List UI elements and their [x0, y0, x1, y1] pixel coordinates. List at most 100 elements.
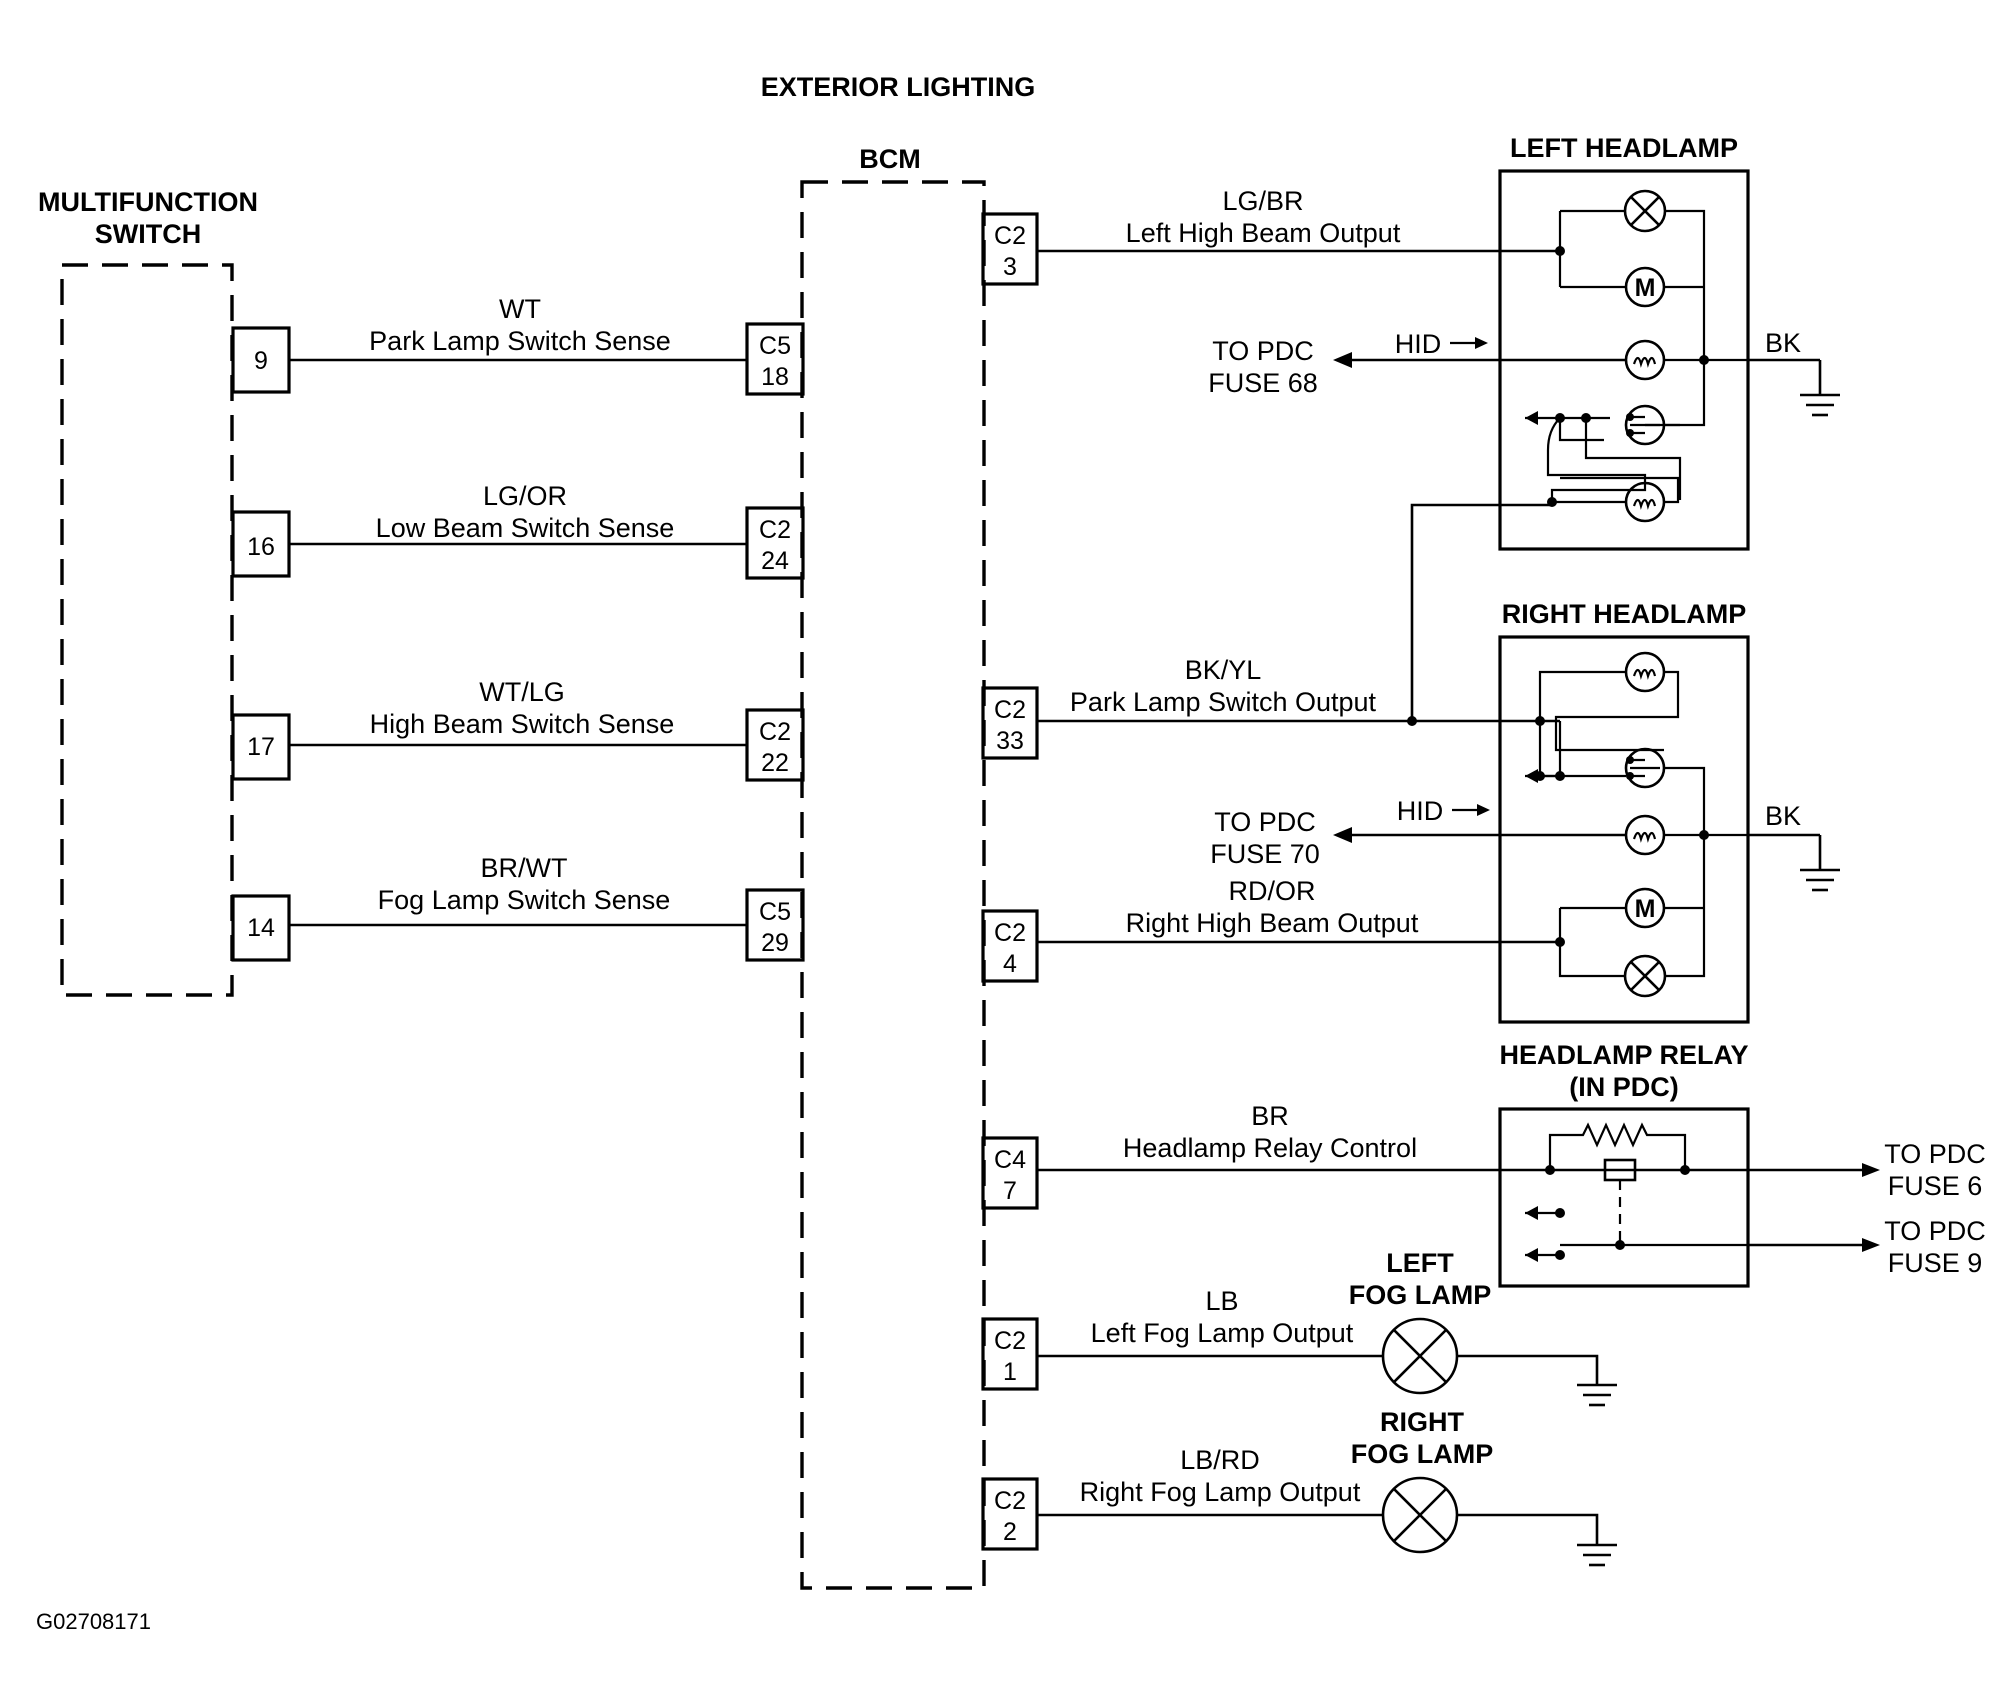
wire-color-label: LG/BR — [1222, 186, 1303, 216]
relay-label-line1: HEADLAMP RELAY — [1499, 1040, 1748, 1070]
bcm-connector-c2-4: C2 4 — [981, 909, 1039, 983]
filament-bulb-icon — [1624, 481, 1666, 523]
left-fog-ground — [1457, 1354, 1617, 1407]
wire-function-label: Right High Beam Output — [1126, 908, 1419, 938]
left-pdc-label-line2: FUSE 68 — [1208, 368, 1318, 398]
ground-icon — [1577, 1383, 1617, 1407]
bcm-connector-label: C2 — [759, 516, 791, 544]
lamp-x-icon — [1381, 1317, 1459, 1395]
switch-label-line1: MULTIFUNCTION — [38, 187, 258, 217]
ground-icon — [1800, 393, 1840, 417]
circuit-low-beam-switch-sense: LG/OR Low Beam Switch Sense C2 24 — [289, 481, 805, 580]
switch-pin-9: 9 — [231, 326, 291, 394]
bcm-pin-label: 4 — [1003, 950, 1017, 978]
arrow-icon — [1477, 804, 1490, 816]
bcm-connector-c2-3: C2 3 — [981, 212, 1039, 286]
ground-icon — [1800, 868, 1840, 892]
right-fog-label-line2: FOG LAMP — [1351, 1439, 1494, 1469]
svg-text:M: M — [1635, 895, 1656, 923]
right-fog-label-line1: RIGHT — [1380, 1407, 1465, 1437]
switch-pin-label: 14 — [247, 914, 275, 942]
bcm-label: BCM — [859, 144, 921, 174]
ground-icon — [1577, 1543, 1617, 1567]
circuit-headlamp-relay-control: BR Headlamp Relay Control — [1037, 1101, 1880, 1177]
left-headlamp-label: LEFT HEADLAMP — [1510, 133, 1738, 163]
bcm-pin-label: 33 — [996, 727, 1024, 755]
right-headlamp: RIGHT HEADLAMP M — [1498, 599, 1750, 1024]
wire-function-label: Fog Lamp Switch Sense — [378, 885, 671, 915]
bcm-connector-label: C2 — [994, 1487, 1026, 1515]
bcm-connector-label: C2 — [759, 718, 791, 746]
right-headlamp-outline — [1498, 635, 1750, 1024]
bcm-pin-label: 18 — [761, 363, 789, 391]
left-hid-label: HID — [1395, 329, 1442, 359]
bcm-pin-label: 1 — [1003, 1358, 1017, 1386]
wire-color-label: WT/LG — [479, 677, 565, 707]
left-headlamp-ground: BK — [1748, 328, 1840, 417]
wire-function-label: Left High Beam Output — [1126, 218, 1401, 248]
bcm-pin-label: 2 — [1003, 1518, 1017, 1546]
arrow-icon — [1862, 1163, 1880, 1177]
circuit-left-fog-lamp-output: LB Left Fog Lamp Output — [1037, 1286, 1383, 1358]
bcm-pin-label: 3 — [1003, 253, 1017, 281]
circuit-park-lamp-switch-output: BK/YL Park Lamp Switch Output — [1037, 503, 1560, 726]
bcm-pin-label: 29 — [761, 929, 789, 957]
right-headlamp-ground: BK — [1748, 801, 1840, 892]
multifunction-switch: MULTIFUNCTION SWITCH — [38, 187, 258, 997]
lamp-x-icon — [1623, 954, 1667, 998]
arrow-icon — [1333, 352, 1352, 368]
dual-filament-bulb-icon — [1624, 404, 1666, 446]
wire-function-label: Park Lamp Switch Output — [1070, 687, 1377, 717]
bcm-pin-label: 7 — [1003, 1177, 1017, 1205]
bcm-connector-c2-1: C2 1 — [981, 1317, 1039, 1391]
dual-filament-bulb-icon — [1624, 747, 1666, 789]
switch-pin-16: 16 — [231, 510, 291, 578]
switch-pin-label: 17 — [247, 733, 275, 761]
arrow-icon — [1333, 827, 1352, 843]
arrow-icon — [1525, 411, 1538, 425]
filament-bulb-icon — [1624, 814, 1666, 856]
arrow-icon — [1525, 1248, 1538, 1262]
circuit-high-beam-switch-sense: WT/LG High Beam Switch Sense C2 22 — [289, 677, 805, 782]
left-fog-label-line2: FOG LAMP — [1349, 1280, 1492, 1310]
right-headlamp-pdc-feed: TO PDC FUSE 70 HID — [1210, 796, 1626, 869]
relay-out1-line2: FUSE 6 — [1888, 1171, 1983, 1201]
bcm-connector-label: C2 — [994, 222, 1026, 250]
right-pdc-label-line2: FUSE 70 — [1210, 839, 1320, 869]
wire-function-label: High Beam Switch Sense — [370, 709, 675, 739]
bcm-connector-c2-2: C2 2 — [981, 1477, 1039, 1551]
relay-coil-icon — [1548, 1122, 1687, 1182]
circuit-right-fog-lamp-output: LB/RD Right Fog Lamp Output — [1037, 1445, 1383, 1517]
bcm: BCM — [800, 144, 986, 1590]
right-hid-label: HID — [1397, 796, 1444, 826]
wire-function-label: Right Fog Lamp Output — [1080, 1477, 1361, 1507]
arrow-icon — [1862, 1238, 1880, 1252]
wire-function-label: Low Beam Switch Sense — [376, 513, 675, 543]
wire-color-label: LG/OR — [483, 481, 567, 511]
wire-function-label: Headlamp Relay Control — [1123, 1133, 1417, 1163]
motor-icon: M — [1624, 266, 1666, 308]
switch-pin-label: 16 — [247, 533, 275, 561]
bcm-dashed-outline — [800, 180, 986, 1590]
bcm-pin-label: 22 — [761, 749, 789, 777]
filament-bulb-icon — [1624, 339, 1666, 381]
circuit-left-high-beam-output: LG/BR Left High Beam Output — [1037, 186, 1560, 253]
left-fog-lamp: LEFT FOG LAMP — [1349, 1248, 1492, 1395]
filament-bulb-icon — [1624, 651, 1666, 693]
wire-function-label: Left Fog Lamp Output — [1091, 1318, 1354, 1348]
left-headlamp: LEFT HEADLAMP M — [1498, 133, 1750, 551]
bcm-connector-label: C2 — [994, 1327, 1026, 1355]
relay-out2-line2: FUSE 9 — [1888, 1248, 1983, 1278]
relay-out1-line1: TO PDC — [1884, 1139, 1986, 1169]
lamp-x-icon — [1381, 1476, 1459, 1554]
bcm-connector-label: C5 — [759, 898, 791, 926]
left-headlamp-pdc-feed: TO PDC FUSE 68 HID — [1208, 329, 1626, 398]
wire-color-label: LB/RD — [1180, 1445, 1260, 1475]
motor-icon: M — [1624, 887, 1666, 929]
relay-label-line2: (IN PDC) — [1569, 1072, 1679, 1102]
right-fog-ground — [1457, 1513, 1617, 1567]
wire-color-label: RD/OR — [1229, 876, 1316, 906]
left-pdc-label-line1: TO PDC — [1212, 336, 1314, 366]
diagram-title: EXTERIOR LIGHTING — [761, 72, 1036, 102]
